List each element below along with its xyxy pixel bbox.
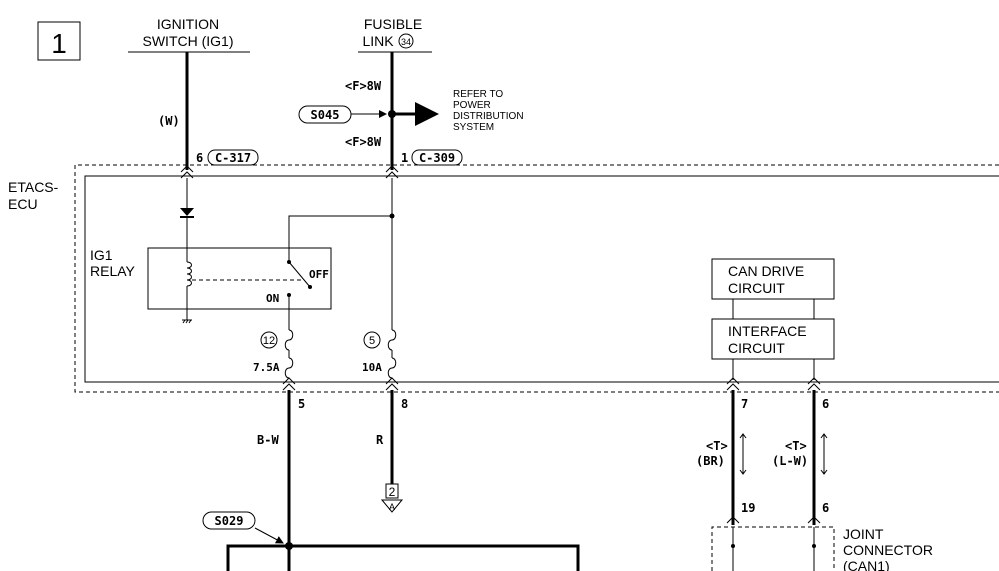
link-number-circle [398,33,414,49]
joint-dot-left [731,544,735,548]
can-drive-label-1: CAN DRIVE [728,263,804,279]
ecu-dashed-boundary [74,164,999,393]
pin-chevron-ig1 [180,165,194,179]
ignition-wire-color: (W) [158,114,180,128]
relay-supply-wire [288,215,392,262]
fuse-12-circle [260,331,278,349]
fuse-12-icon [284,329,294,379]
connector-c317: C-317 [215,151,251,165]
joint-connector-box [711,526,835,571]
wire-br-tag: <T> [706,439,728,453]
interface-circuit-box [711,318,835,360]
wire-r-label: R [376,433,384,447]
relay-switch-arm [288,261,311,288]
relay-on-label: ON [266,292,279,305]
wire-b-w-label: B-W [257,433,279,447]
ignition-label-1: IGNITION [157,16,219,32]
fusible-wire-top: <F>8W [345,79,382,93]
bidir-arrow-br-icon [739,433,747,475]
fuse-12-number: 12 [263,335,275,347]
fusible-wire-bottom: <F>8W [345,135,382,149]
ground-ref-letter: A [389,502,395,512]
ecu-label-1: ETACS- [8,179,59,195]
pin-chevron-8 [385,377,399,391]
can-drive-circuit-box [711,258,835,300]
bidir-arrow-lw-icon [820,433,828,475]
pin-chevron-fl [385,165,399,179]
fusible-label-2: LINK [362,33,394,49]
refer-4: SYSTEM [453,122,494,133]
pin-19: 19 [741,501,755,515]
ignition-label-2: SWITCH (IG1) [143,33,234,49]
ground-ref-number: 2 [389,485,396,499]
wire-lw-tag: <T> [785,439,807,453]
joint-label-1: JOINT [843,526,884,542]
page-number-box [37,21,81,61]
fuse-5-icon [387,329,397,379]
interface-label-2: CIRCUIT [728,340,785,356]
ground-ref-box [385,483,399,499]
ecu-label-2: ECU [8,196,38,212]
joint-label-3: (CAN1) [843,558,890,571]
fusible-pin: 1 [401,151,408,165]
pin-chevron-7 [726,377,740,391]
ground-ref-triangle [380,499,404,513]
ig1-relay-box [147,247,332,310]
wire-lw-label: (L-W) [772,454,808,468]
refer-1: REFER TO [453,89,503,100]
relay-arm-pivot [308,285,312,289]
pin-chevron-19 [726,516,740,524]
relay-coil-icon [186,261,192,287]
pin-8: 8 [401,397,408,411]
refer-3: DISTRIBUTION [453,111,524,122]
connector-c309: C-309 [419,151,455,165]
fuse-5-circle [363,331,381,349]
splice-s045: S045 [311,108,340,122]
ecu-inner-box [84,175,999,383]
fusible-label-1: FUSIBLE [364,16,422,32]
ground-icon [182,319,192,324]
fuse-5-rating: 10A [362,361,382,374]
ignition-pin: 6 [196,151,203,165]
pin-chevron-6 [807,377,821,391]
diode-icon [180,208,194,216]
joint-label-2: CONNECTOR [843,542,933,558]
pin-chevron-5 [282,377,296,391]
relay-off-label: OFF [309,268,329,281]
relay-label-2: RELAY [90,263,136,279]
relay-label-1: IG1 [90,247,113,263]
fuse-5-number: 5 [369,335,375,347]
pin-6b: 6 [822,501,829,515]
pin-chevron-6b [807,516,821,524]
pin-5: 5 [298,397,305,411]
can-drive-label-2: CIRCUIT [728,280,785,296]
pin-6: 6 [822,397,829,411]
splice-s029-frame [202,511,256,530]
splice-s029-bus [226,544,580,571]
splice-s029: S029 [215,514,244,528]
splice-s029-pointer [254,527,284,544]
interface-label-1: INTERFACE [728,323,807,339]
wire-br-label: (BR) [696,454,725,468]
joint-dot-right [812,544,816,548]
refer-2: POWER [453,100,491,111]
fuse-12-rating: 7.5A [253,361,280,374]
link-number: 34 [401,37,411,47]
pin-7: 7 [741,397,748,411]
page-number: 1 [51,28,67,59]
